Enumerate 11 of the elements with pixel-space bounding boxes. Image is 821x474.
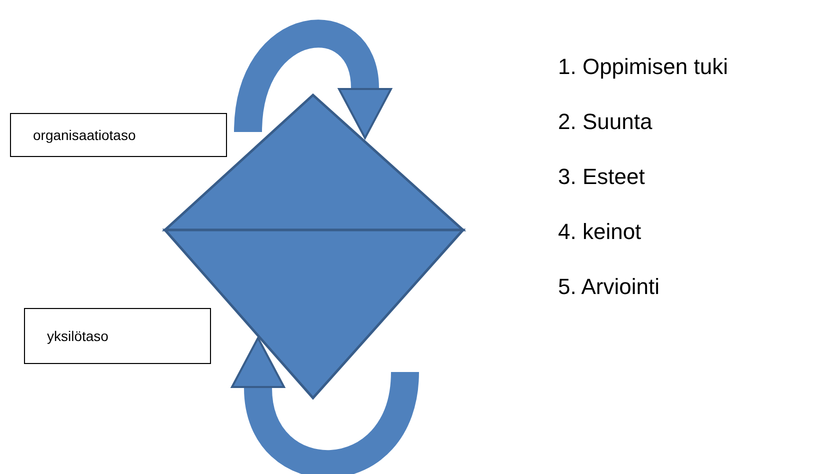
triangle-shape <box>162 228 466 400</box>
triangle-shape <box>162 93 466 232</box>
list-item: 2. Suunta <box>558 109 652 135</box>
label-box: yksilötaso <box>24 308 211 364</box>
list-item: 3. Esteet <box>558 164 645 190</box>
list-item: 5. Arviointi <box>558 274 660 300</box>
list-item: 4. keinot <box>558 219 642 245</box>
list-item: 1. Oppimisen tuki <box>558 54 728 80</box>
label-box: organisaatiotaso <box>10 113 227 157</box>
curved-arrow <box>231 337 419 474</box>
curved-arrow <box>234 20 392 139</box>
